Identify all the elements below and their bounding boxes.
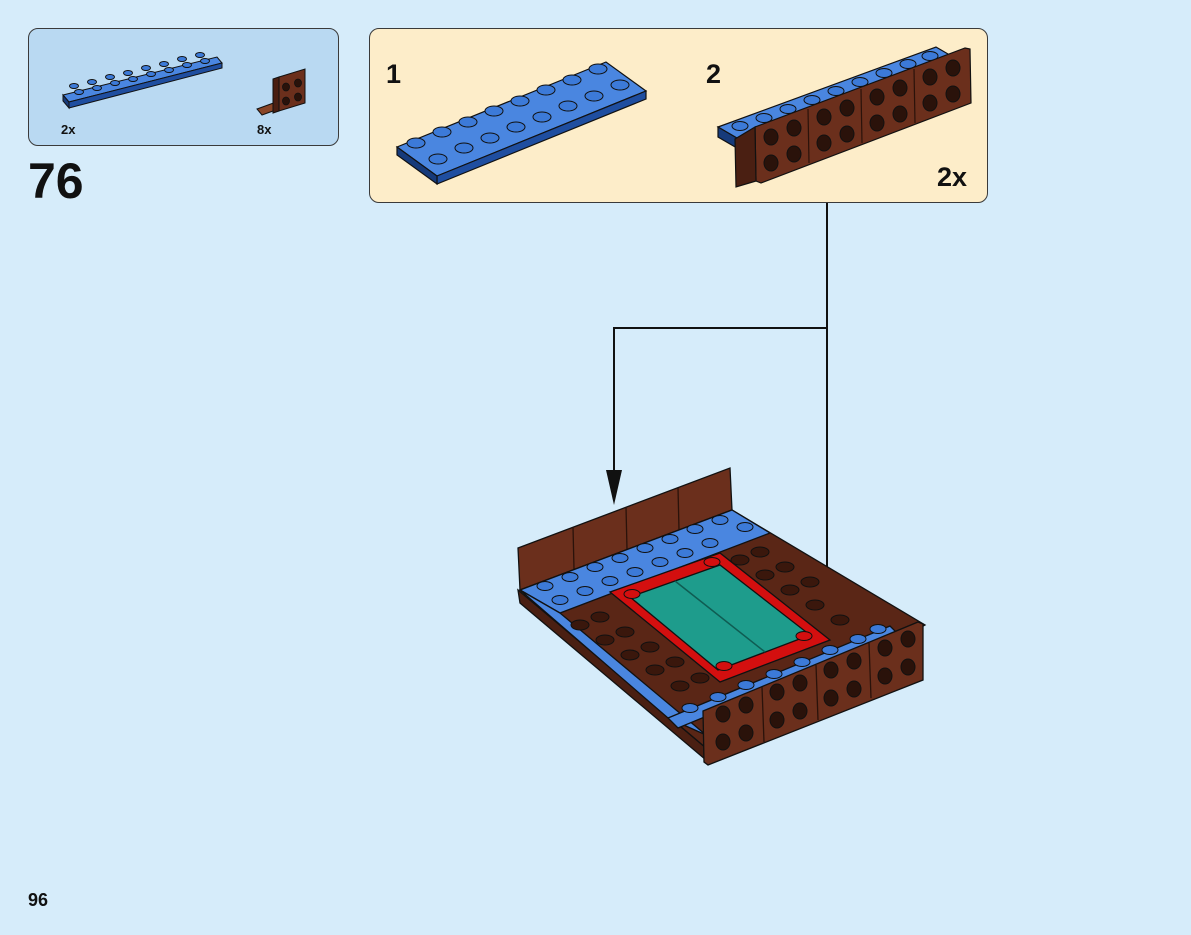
parts-callout: 2x 8x (28, 28, 339, 146)
substep-1-illustration (395, 61, 648, 186)
substep-2-number: 2 (706, 59, 722, 89)
page-number: 96 (28, 890, 49, 910)
brown-bracket-part (256, 68, 306, 116)
step-number: 76 (28, 153, 84, 209)
part-quantity-brown-bracket: 8x (257, 122, 272, 137)
substep-2-illustration (716, 46, 972, 188)
subassembly-multiplier: 2x (937, 162, 968, 192)
blue-plate-2x8-part (62, 52, 223, 110)
subassembly-callout: 1 2 2x (369, 28, 988, 203)
substep-1-number: 1 (386, 59, 402, 89)
part-quantity-blue-plate: 2x (61, 122, 76, 137)
